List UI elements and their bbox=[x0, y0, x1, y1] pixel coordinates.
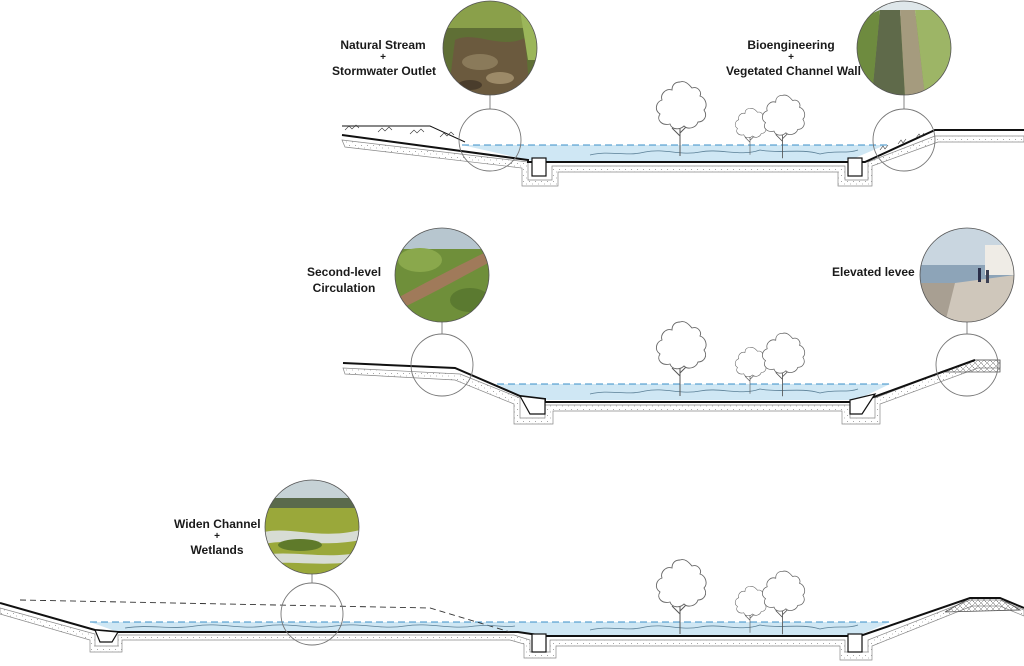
label-second-level-line1: Second-level bbox=[307, 265, 382, 279]
levee-photo bbox=[920, 228, 1014, 322]
section3-water bbox=[90, 622, 890, 636]
label-natural-stream-line1: Natural Stream bbox=[340, 38, 426, 52]
label-bioengineering-line1: Bioengineering bbox=[747, 38, 835, 52]
section-2 bbox=[342, 227, 1015, 425]
label-natural-stream-line2: Stormwater Outlet bbox=[332, 64, 437, 79]
section-1 bbox=[341, 0, 1024, 187]
section-3 bbox=[0, 479, 1024, 661]
stream-photo bbox=[443, 1, 537, 95]
label-widen-channel-plus: + bbox=[214, 531, 220, 543]
section1-subgrade bbox=[341, 135, 1024, 187]
section1-footing-left bbox=[531, 157, 547, 177]
section1-bank-top bbox=[342, 125, 466, 143]
label-bioengineering-line2: Vegetated Channel Wall bbox=[726, 64, 861, 79]
label-bioengineering-plus: + bbox=[788, 52, 794, 64]
label-widen-channel: Widen Channel + Wetlands bbox=[174, 516, 261, 558]
section3-previous-bank-line bbox=[19, 599, 511, 633]
label-second-level-line2: Circulation bbox=[312, 281, 376, 296]
section3-levee bbox=[944, 597, 1022, 613]
circulation-photo bbox=[395, 228, 489, 322]
section3-footing-right bbox=[847, 633, 863, 653]
wetlands-photo bbox=[265, 480, 359, 574]
label-natural-stream: Natural Stream + Stormwater Outlet bbox=[332, 37, 437, 79]
section2-stream-bed bbox=[589, 388, 859, 395]
section2-wall-right bbox=[849, 393, 877, 415]
section3-footing-mid bbox=[531, 633, 547, 653]
section2-focus-circle-left bbox=[410, 333, 474, 397]
label-widen-channel-line2: Wetlands bbox=[190, 543, 244, 558]
section2-wall-left bbox=[518, 395, 546, 415]
section3-footing-left bbox=[94, 629, 120, 643]
section1-footing-right bbox=[847, 157, 863, 177]
section3-subgrade bbox=[0, 599, 1024, 661]
label-widen-channel-line1: Widen Channel bbox=[174, 517, 261, 531]
section1-grass bbox=[344, 124, 925, 151]
label-bioengineering: Bioengineering + Vegetated Channel Wall bbox=[726, 37, 861, 79]
section3-wetland-bed bbox=[124, 624, 859, 631]
label-elevated-levee-line1: Elevated levee bbox=[832, 265, 915, 279]
section1-stream-bed bbox=[589, 149, 859, 156]
label-second-level: Second-level Circulation bbox=[307, 264, 381, 296]
label-elevated-levee: Elevated levee bbox=[832, 264, 915, 280]
vegetated-wall-photo bbox=[857, 1, 951, 95]
label-natural-stream-plus: + bbox=[380, 52, 386, 64]
section1-water bbox=[462, 145, 885, 162]
section1-ground-line bbox=[341, 129, 1024, 163]
